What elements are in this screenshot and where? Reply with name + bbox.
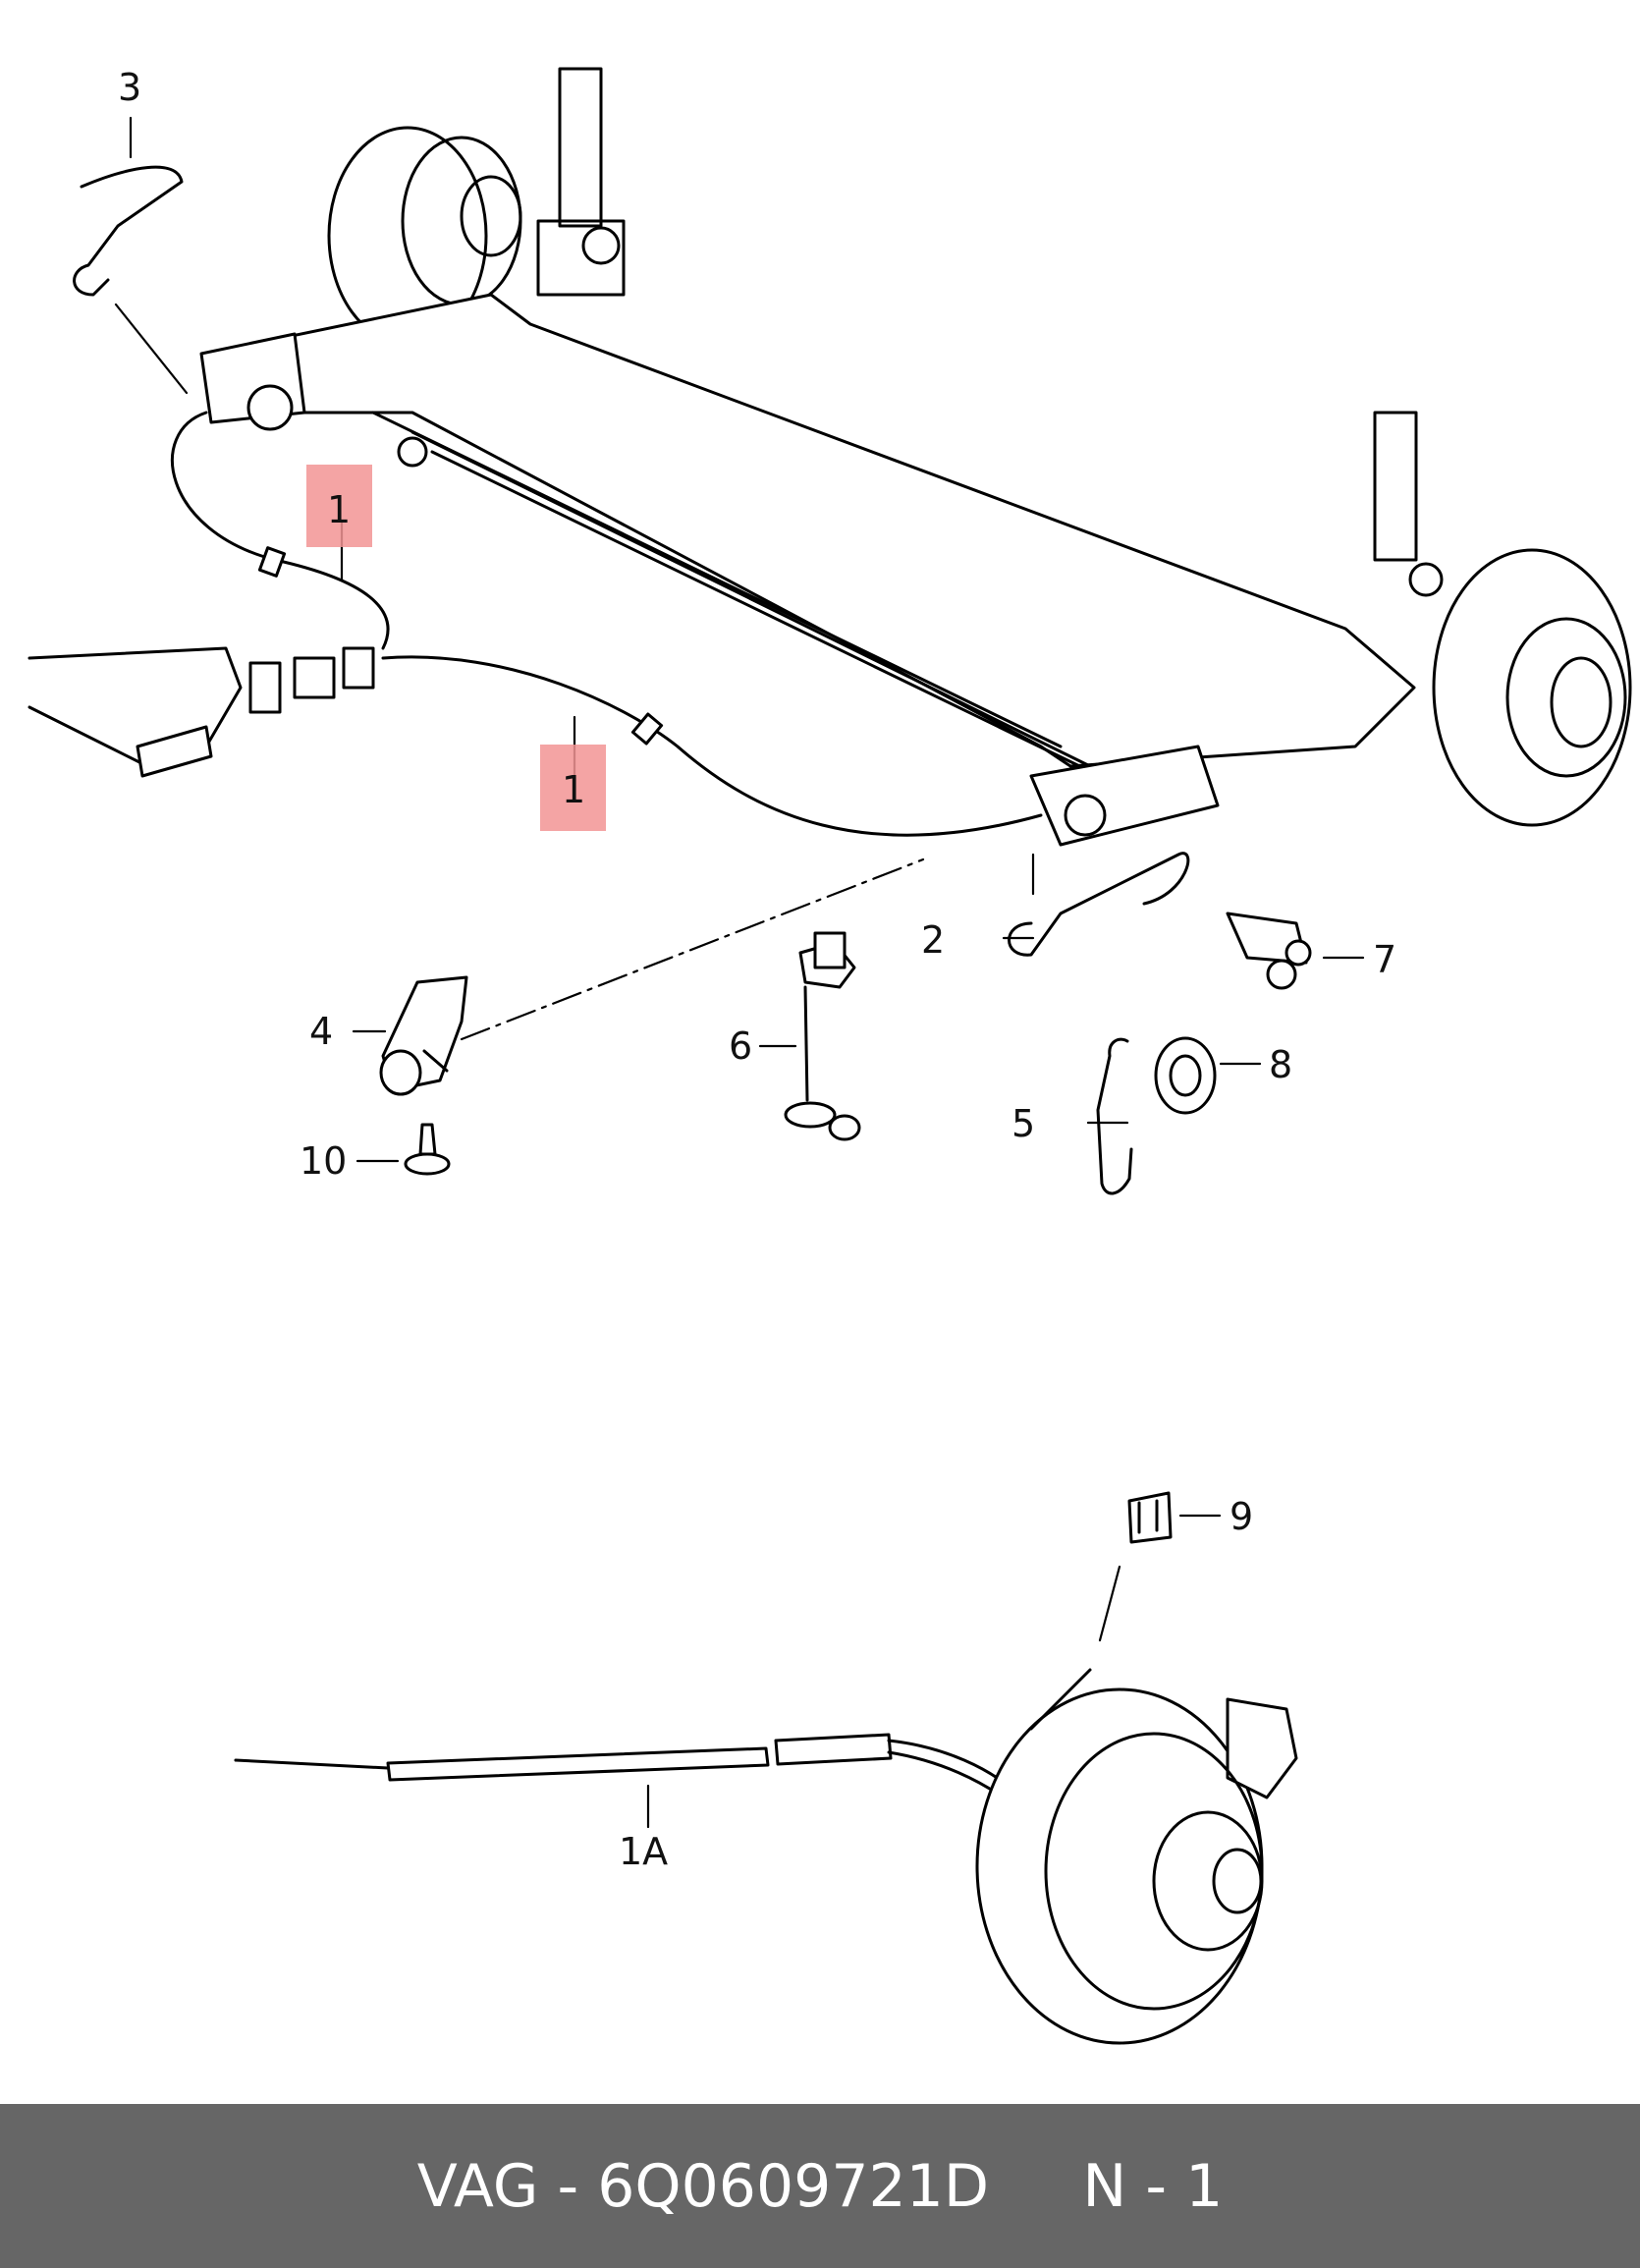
small-parts bbox=[73, 165, 1312, 1195]
callout-1a: 1 bbox=[327, 488, 351, 531]
part-number: 6Q0609721D bbox=[597, 2151, 990, 2221]
callout-5: 5 bbox=[1011, 1102, 1035, 1145]
callout-1A: 1A bbox=[619, 1830, 668, 1873]
callout-4: 4 bbox=[309, 1010, 333, 1053]
highlight-box-1a bbox=[306, 465, 372, 547]
callout-8: 8 bbox=[1269, 1043, 1292, 1086]
part-info-footer: VAG - 6Q0609721D N - 1 bbox=[0, 2104, 1640, 2268]
callout-3: 3 bbox=[118, 66, 141, 109]
highlight-box-1b bbox=[540, 745, 606, 831]
separator: - bbox=[538, 2151, 598, 2221]
position-label: N - 1 bbox=[1082, 2151, 1224, 2221]
callout-1b: 1 bbox=[562, 768, 585, 811]
rear-axle-drawing bbox=[27, 67, 1632, 847]
parts-diagram: 1 1 3 2 7 8 5 6 4 10 9 1A bbox=[27, 66, 1632, 2045]
callout-6: 6 bbox=[729, 1024, 752, 1068]
callout-10: 10 bbox=[300, 1139, 347, 1183]
brand-label: VAG bbox=[416, 2151, 539, 2221]
callout-7: 7 bbox=[1373, 938, 1396, 981]
spacer bbox=[989, 2152, 1082, 2221]
brake-cable-drum-drawing bbox=[234, 1491, 1298, 2045]
callout-9: 9 bbox=[1230, 1495, 1253, 1538]
callout-2: 2 bbox=[921, 918, 945, 962]
